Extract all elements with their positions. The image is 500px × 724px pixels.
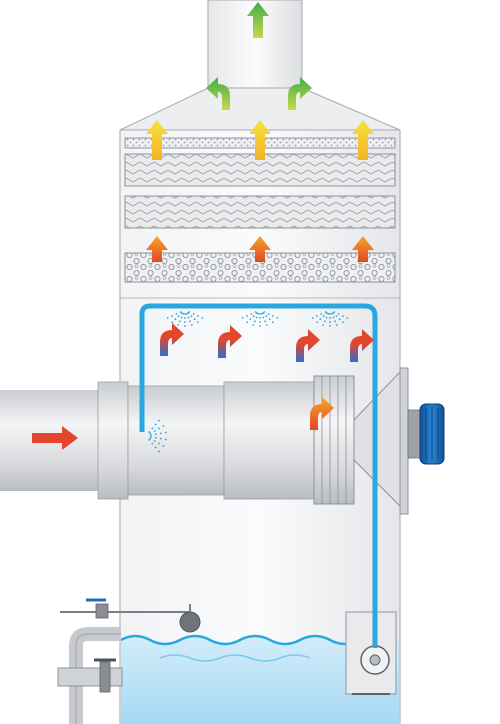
spray-nozzle-2 (241, 311, 279, 327)
orange-arrow-2 (249, 236, 271, 262)
motor (407, 403, 445, 465)
airflow-arrows (32, 2, 374, 450)
overflow-pipe (57, 627, 123, 724)
orange-arrow-1 (146, 236, 168, 262)
yellow-arrow-1 (146, 120, 168, 160)
rising-arrow-4 (350, 329, 374, 362)
yellow-arrow-2 (249, 120, 271, 160)
green-arrow-top (247, 2, 269, 38)
water-sump (120, 634, 399, 724)
yellow-arrow-3 (352, 120, 374, 160)
rising-arrow-1 (160, 323, 184, 356)
circulation-pump (345, 611, 397, 695)
green-arrow-right (288, 77, 312, 110)
inlet-spray (148, 419, 167, 453)
inlet-arrow (32, 426, 78, 450)
spray-nozzle-3 (311, 311, 349, 327)
green-arrow-left (206, 77, 230, 110)
spray-nozzle-1 (166, 311, 204, 327)
rising-arrow-3 (296, 329, 320, 362)
spray-header (139, 303, 378, 648)
spray-nozzles (148, 311, 349, 453)
rising-arrow-2 (218, 325, 242, 358)
orange-arrow-3 (352, 236, 374, 262)
make-up-water-valve (60, 598, 201, 633)
fan-arrow (310, 397, 334, 430)
